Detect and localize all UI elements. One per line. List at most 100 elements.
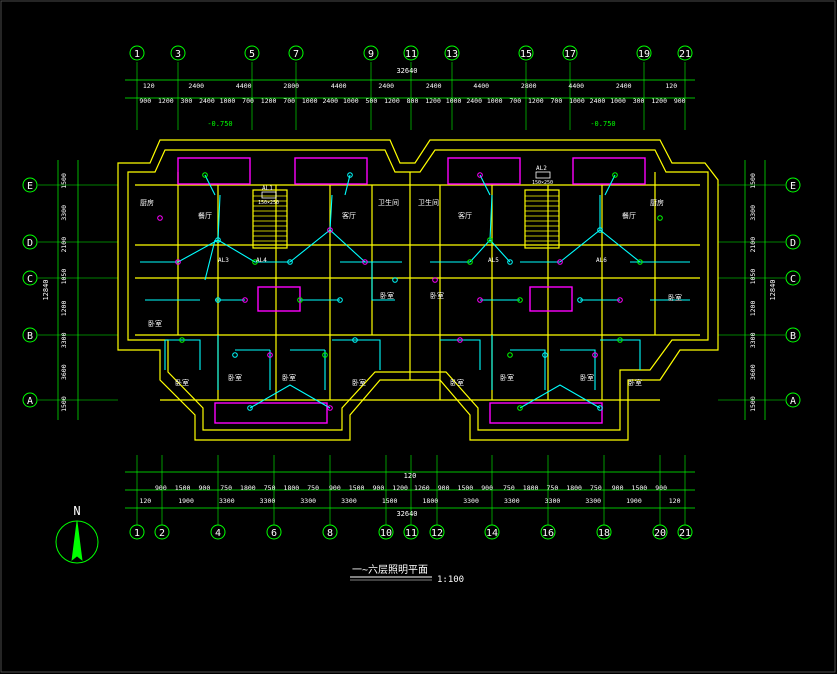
room-label-bath: 卫生间 xyxy=(378,198,399,207)
top-axis-label: 21 xyxy=(679,49,691,60)
bottom-dimension-value: 1800 xyxy=(523,484,539,492)
bottom-dimension-value: 750 xyxy=(220,484,232,492)
panel-label-5: AL5 xyxy=(488,257,499,264)
bottom-dimension-value: 750 xyxy=(307,484,319,492)
light-fixture xyxy=(592,352,598,358)
top-subdimension-value: 1200 xyxy=(261,97,277,105)
left-dimension-value: 1500 xyxy=(60,396,68,412)
bottom-dimension-value: 900 xyxy=(373,484,385,492)
top-subdimension-value: 1200 xyxy=(425,97,441,105)
bottom-subdimension-value: 3300 xyxy=(219,497,235,505)
bottom-center-dimension: 120 xyxy=(404,472,417,480)
right-axis-bubble xyxy=(785,177,801,193)
north-arrow: N xyxy=(55,504,99,564)
bottom-dimension-value: 750 xyxy=(547,484,559,492)
top-subdimension-value: 900 xyxy=(139,97,151,105)
top-dimension-value: 4400 xyxy=(236,82,252,90)
bottom-dimension-value: 1500 xyxy=(632,484,648,492)
light-fixture xyxy=(247,405,253,411)
top-dimension-value: 2800 xyxy=(521,82,537,90)
right-dimension-value: 1500 xyxy=(749,173,757,189)
top-subdimension-value: 1000 xyxy=(610,97,626,105)
bottom-axis-bubble xyxy=(677,524,693,540)
light-fixture xyxy=(215,237,221,243)
stair-treads xyxy=(253,195,559,242)
top-axis-bubble xyxy=(636,45,652,61)
top-dimension-value: 120 xyxy=(665,82,677,90)
bottom-axis-bubble xyxy=(210,524,226,540)
room-label-bedroom-1: 卧室 xyxy=(148,319,162,328)
light-fixture xyxy=(287,259,293,265)
top-subdimension-value: 1000 xyxy=(487,97,503,105)
bottom-dimension-value: 1260 xyxy=(414,484,430,492)
right-axis-bubble xyxy=(785,392,801,408)
light-fixture xyxy=(179,337,185,343)
drawing-title-block: 一~六层照明平面 1:100 xyxy=(350,564,464,585)
bottom-axis-label: 16 xyxy=(542,528,554,539)
room-label-bedroom-11: 卧室 xyxy=(628,378,642,387)
north-label: N xyxy=(73,504,80,518)
top-axis-bubble xyxy=(677,45,693,61)
left-axis-label: D xyxy=(27,238,33,249)
bottom-subdimension-value: 1900 xyxy=(626,497,642,505)
bottom-subdimension-value: 1800 xyxy=(423,497,439,505)
top-dimension-value: 2400 xyxy=(616,82,632,90)
bottom-subdimension-value: 3300 xyxy=(504,497,520,505)
light-fixture xyxy=(327,227,333,233)
left-axis-bubble xyxy=(22,177,38,193)
panel-label-3: AL3 xyxy=(218,257,229,264)
left-dimension-value: 1200 xyxy=(60,301,68,317)
bottom-axis-label: 2 xyxy=(159,528,165,539)
top-axis-label: 17 xyxy=(564,49,576,60)
bottom-axis-label: 12 xyxy=(431,528,443,539)
light-fixture xyxy=(157,215,163,221)
right-axis-label: E xyxy=(790,181,796,192)
light-fixture xyxy=(542,352,548,358)
top-dimension-value: 2400 xyxy=(188,82,204,90)
right-dimension-value: 3600 xyxy=(749,364,757,380)
light-fixture xyxy=(487,237,493,243)
light-fixture xyxy=(507,259,513,265)
bottom-dimension-value: 1800 xyxy=(566,484,582,492)
bottom-axis-label: 10 xyxy=(380,528,392,539)
bottom-axis-label: 18 xyxy=(598,528,610,539)
bottom-axis-label: 4 xyxy=(215,528,221,539)
top-subdimension-value: 700 xyxy=(509,97,521,105)
top-dimension-value: 2800 xyxy=(283,82,299,90)
top-subdimension-value: 500 xyxy=(366,97,378,105)
light-fixture xyxy=(637,259,643,265)
light-fixtures xyxy=(157,172,663,411)
panel-size-1: 150×250 xyxy=(258,200,279,206)
room-label-living-2: 客厅 xyxy=(458,211,472,220)
bottom-axis-label: 20 xyxy=(654,528,666,539)
top-dimension-value: 4400 xyxy=(331,82,347,90)
right-dimension-value: 3300 xyxy=(749,205,757,221)
left-axis-bubble xyxy=(22,270,38,286)
bottom-dimension-value: 1500 xyxy=(458,484,474,492)
bottom-subdimension-value: 3300 xyxy=(260,497,276,505)
top-subdimension-value: 2400 xyxy=(199,97,215,105)
bottom-subdimension-value: 3300 xyxy=(300,497,316,505)
top-dimension-value: 4400 xyxy=(473,82,489,90)
left-axis-label: A xyxy=(27,396,33,407)
left-axis-bubble xyxy=(22,327,38,343)
bottom-dimension-value: 900 xyxy=(199,484,211,492)
top-dimension-value: 2400 xyxy=(426,82,442,90)
drawing-title: 一~六层照明平面 xyxy=(352,564,428,576)
light-fixture xyxy=(297,297,303,303)
top-axis-bubble xyxy=(518,45,534,61)
left-dimension-value: 3300 xyxy=(60,332,68,348)
window-fixtures xyxy=(177,157,646,424)
bottom-subdimension-value: 3300 xyxy=(585,497,601,505)
room-label-bedroom-7: 卧室 xyxy=(430,291,444,300)
panel-label-2: AL2 xyxy=(536,165,547,172)
light-fixture xyxy=(362,259,368,265)
room-label-bedroom-10: 卧室 xyxy=(580,373,594,382)
light-fixture xyxy=(577,297,583,303)
top-subdimension-value: 2400 xyxy=(322,97,338,105)
top-axis-bubble xyxy=(363,45,379,61)
room-label-living: 客厅 xyxy=(342,211,356,220)
